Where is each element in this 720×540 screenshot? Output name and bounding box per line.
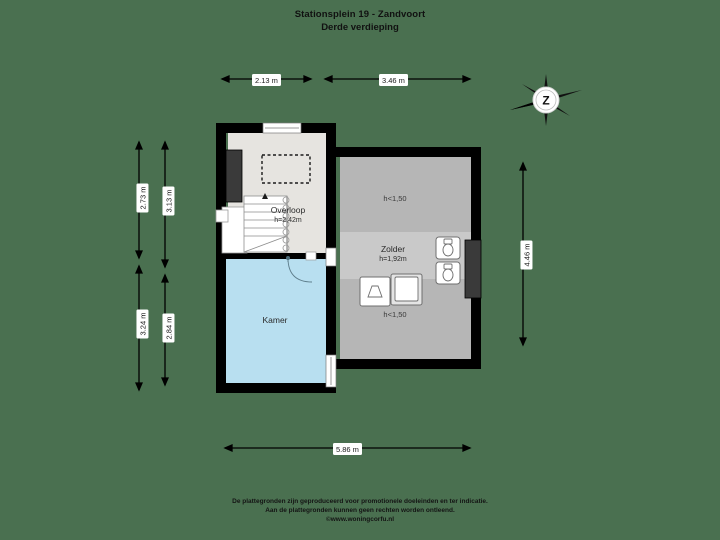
property-address: Stationsplein 19 - Zandvoort	[294, 9, 426, 20]
disclaimer-line-1: De plattegronden zijn geproduceerd voor …	[232, 498, 488, 505]
floor-name: Derde verdieping	[321, 22, 399, 33]
dimension-label-left-outer-1: 2.73 m	[136, 183, 149, 213]
dimension-lines	[135, 75, 527, 452]
ceiling-zone-label-bottom: h<1,50	[383, 310, 407, 319]
appliance-washing-machine-icon	[359, 276, 391, 307]
room-height-overloop: h=2,42m	[274, 217, 302, 224]
walls	[216, 123, 481, 393]
windows	[215, 122, 482, 388]
dimension-label-bottom: 5.86 m	[333, 443, 362, 455]
compass-rose-icon: Z	[508, 62, 584, 138]
room-height-zolder: h=1,92m	[379, 256, 407, 263]
room-name-overloop: Overloop	[270, 205, 306, 215]
dimension-label-left-inner-1: 3.13 m	[162, 186, 175, 216]
footer-disclaimer: De plattegronden zijn geproduceerd voor …	[0, 497, 720, 524]
dimension-label-left-inner-2: 2.84 m	[162, 313, 175, 343]
room-label-zolder: Zolder h=1,92m	[358, 244, 428, 264]
zone-fill-low-ceiling-bottom	[340, 279, 471, 359]
room-fill-overloop	[228, 133, 326, 258]
disclaimer-line-2: Aan de plattegronden kunnen geen rechten…	[265, 507, 455, 514]
toilet-icon-lower	[435, 261, 461, 285]
dimension-label-top-1: 2.13 m	[252, 74, 281, 86]
compass-letter: Z	[542, 94, 549, 108]
room-label-kamer: Kamer	[240, 315, 310, 326]
dimension-label-right: 4.46 m	[520, 240, 533, 270]
door-leaf	[305, 251, 317, 261]
disclaimer-line-3: ©www.woningcorfu.nl	[325, 516, 395, 523]
roof-opening-outline	[261, 154, 311, 184]
dimension-label-top-2: 3.46 m	[379, 74, 408, 86]
toilet-icon-upper	[435, 236, 461, 260]
appliance-dryer-icon	[390, 273, 423, 306]
dimension-label-left-outer-2: 3.24 m	[136, 309, 149, 339]
door-hinge	[286, 256, 290, 260]
room-name-zolder: Zolder	[380, 244, 406, 254]
door-swing-icon	[287, 257, 313, 283]
page-title: Stationsplein 19 - Zandvoort Derde verdi…	[0, 8, 720, 34]
room-label-overloop: Overloop h=2,42m	[248, 205, 328, 225]
ceiling-zone-label-top: h<1,50	[383, 194, 407, 203]
room-name-kamer: Kamer	[262, 315, 288, 325]
